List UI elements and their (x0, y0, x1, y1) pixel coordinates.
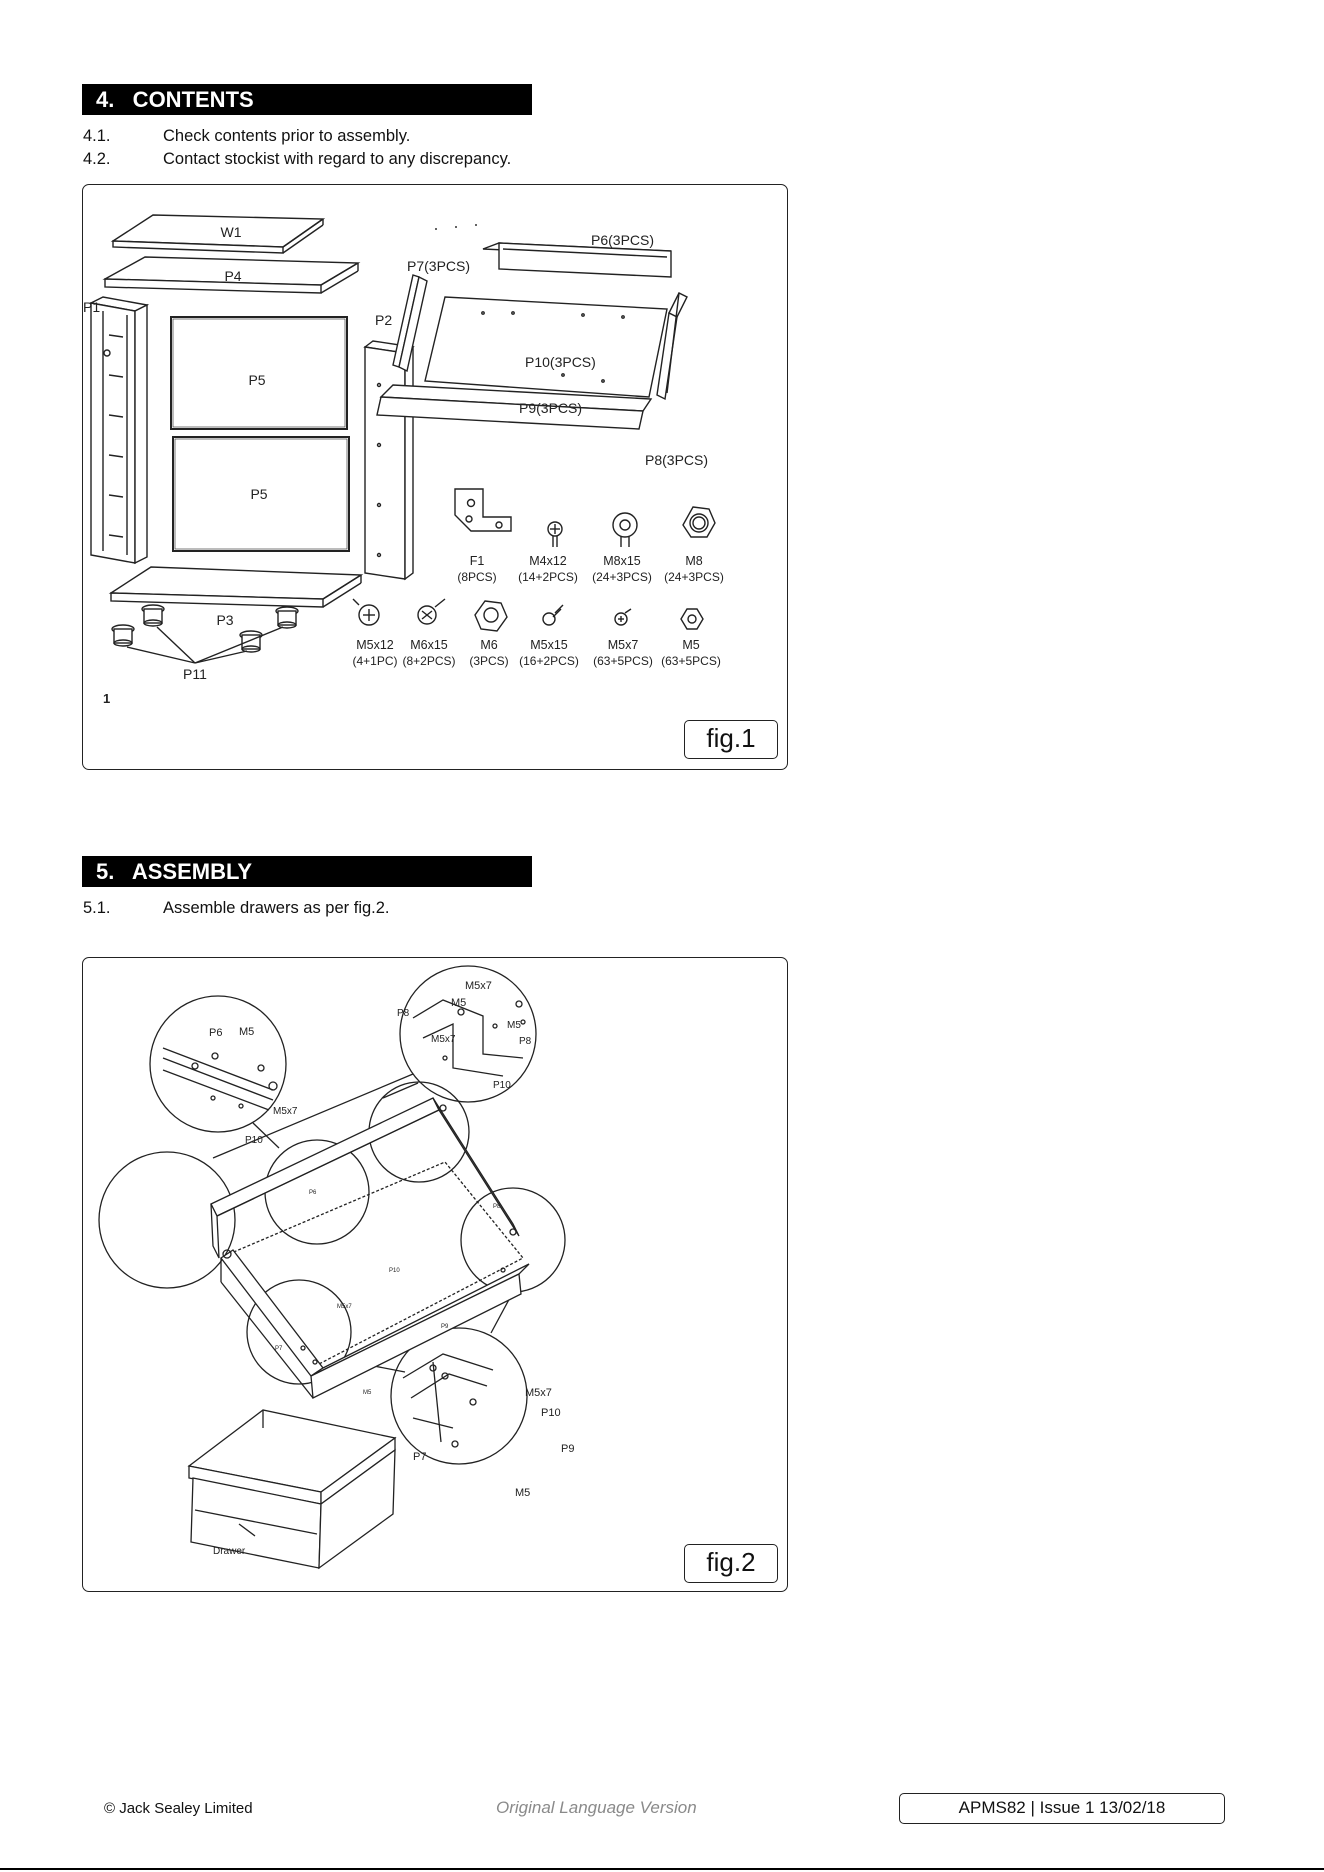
label-p2: P2 (375, 312, 392, 328)
nut-icon (682, 506, 716, 538)
label: P10 (541, 1407, 561, 1419)
label-p10: P10(3PCS) (525, 354, 596, 370)
screw-icon (352, 598, 380, 626)
fixing-qty: (24+3PCS) (664, 570, 724, 584)
label: M5x7 (337, 1304, 352, 1310)
label-p5-top: P5 (248, 372, 265, 388)
section-5-title: 5. ASSEMBLY (82, 856, 532, 887)
label: M5 (515, 1487, 530, 1499)
figure-corner-number: 1 (103, 691, 110, 706)
step-number: 4.1. (83, 127, 111, 145)
label: P6 (309, 1190, 317, 1196)
label-p3: P3 (216, 612, 233, 628)
label: P7 (275, 1346, 283, 1352)
screw-icon (417, 598, 446, 625)
drawer-frame-illustration (210, 1097, 530, 1400)
bracket-icon (454, 488, 512, 532)
label-p8: P8(3PCS) (645, 452, 708, 468)
fixing-name: M5x7 (608, 638, 639, 652)
label: P9 (561, 1443, 574, 1455)
fixing-qty: (8+2PCS) (402, 654, 455, 668)
step-text: Assemble drawers as per fig.2. (163, 899, 390, 917)
label: P10 (389, 1268, 400, 1274)
drawer-parts-illustration (376, 224, 688, 430)
label: P8 (519, 1036, 532, 1047)
fixing-qty: (16+2PCS) (519, 654, 579, 668)
fixing-qty: (8PCS) (457, 570, 496, 584)
fixing-name: M8x15 (603, 554, 641, 568)
screw-icon (614, 608, 632, 626)
fixing-qty: (63+5PCS) (593, 654, 653, 668)
figure-2-illustration: M5x7 M5 M5x7 P8 P8 M5 P10 P6 M5 M5x7 P10… (98, 965, 574, 1570)
label: P6 (209, 1027, 222, 1039)
label: M5x7 (273, 1106, 298, 1117)
fixing-name: M6x15 (410, 638, 448, 652)
label-p6: P6(3PCS) (591, 232, 654, 248)
fixing-qty: (3PCS) (469, 654, 508, 668)
fixing-qty: (14+2PCS) (518, 570, 578, 584)
figure-1-label: fig.1 (684, 720, 778, 759)
label: M5 (363, 1390, 372, 1396)
label: M5x7 (465, 980, 492, 992)
label-p7: P7(3PCS) (407, 258, 470, 274)
step-text: Contact stockist with regard to any disc… (163, 150, 512, 168)
footer-copyright: © Jack Sealey Limited (104, 1800, 253, 1817)
label-p11: P11 (183, 666, 207, 682)
label-p5-bottom: P5 (250, 486, 267, 502)
figure-1-frame: W1 P4 P1 P5 P5 (82, 184, 788, 770)
footer-doc-ref: APMS82 | Issue 1 13/02/18 (899, 1793, 1225, 1824)
fixing-qty: (63+5PCS) (661, 654, 721, 668)
label-p9: P9(3PCS) (519, 400, 582, 416)
label: P9 (441, 1324, 449, 1330)
fixing-name: F1 (470, 554, 485, 568)
figure-2-frame: M5x7 M5 M5x7 P8 P8 M5 P10 P6 M5 M5x7 P10… (82, 957, 788, 1592)
bolt-icon (612, 512, 638, 547)
nut-icon (680, 608, 704, 630)
label: M5 (507, 1020, 521, 1031)
label-p1: P1 (83, 299, 100, 315)
label: P8 (493, 1204, 501, 1210)
fixing-name: M5x15 (530, 638, 568, 652)
figure-1-illustration: W1 P4 P1 P5 P5 (83, 214, 724, 706)
label: P10 (493, 1080, 511, 1091)
drawer-illustration (187, 1409, 397, 1570)
label-p4: P4 (224, 268, 241, 284)
label: M5x7 (525, 1387, 552, 1399)
step-number: 5.1. (83, 899, 111, 917)
figure-2-label: fig.2 (684, 1544, 778, 1583)
label-w1: W1 (221, 224, 242, 240)
label: M5 (239, 1026, 254, 1038)
footer-language: Original Language Version (496, 1798, 697, 1817)
fixing-qty: (4+1PC) (352, 654, 397, 668)
screw-icon (547, 521, 563, 547)
label: P8 (397, 1008, 410, 1019)
step-text: Check contents prior to assembly. (163, 127, 411, 145)
label: M5x7 (431, 1034, 456, 1045)
label: P10 (245, 1135, 263, 1146)
bottom-rule (0, 1868, 1324, 1870)
fixing-name: M8 (685, 554, 702, 568)
label: P7 (413, 1451, 426, 1463)
label: M5 (451, 997, 466, 1009)
fixing-qty: (24+3PCS) (592, 570, 652, 584)
fixing-name: M5x12 (356, 638, 394, 652)
screw-icon (542, 604, 564, 626)
section-4-title: 4. CONTENTS (82, 84, 532, 115)
step-number: 4.2. (83, 150, 111, 168)
fixing-name: M6 (480, 638, 497, 652)
fixing-name: M4x12 (529, 554, 567, 568)
label: Drawer (213, 1546, 246, 1557)
nut-icon (474, 600, 508, 632)
fixing-name: M5 (682, 638, 699, 652)
part-w1-illustration (110, 214, 326, 254)
